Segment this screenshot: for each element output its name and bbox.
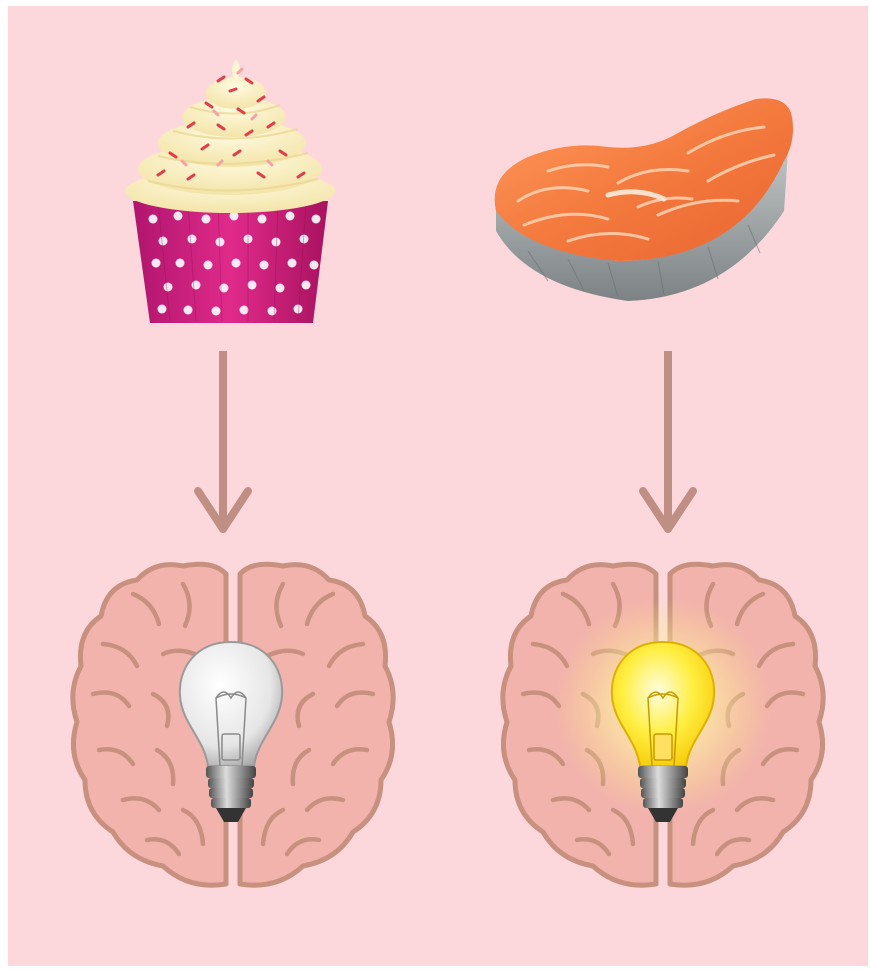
- down-arrow-icon: [638, 351, 698, 536]
- salmon-steak-icon: [488, 91, 808, 321]
- cupcake-panel: [8, 6, 438, 966]
- lightbulb-on-icon: [608, 638, 718, 838]
- salmon-panel: [438, 6, 868, 966]
- lightbulb-off-icon: [176, 638, 286, 838]
- down-arrow-icon: [193, 351, 253, 536]
- illustration-canvas: [8, 6, 868, 966]
- cupcake-icon: [118, 51, 348, 331]
